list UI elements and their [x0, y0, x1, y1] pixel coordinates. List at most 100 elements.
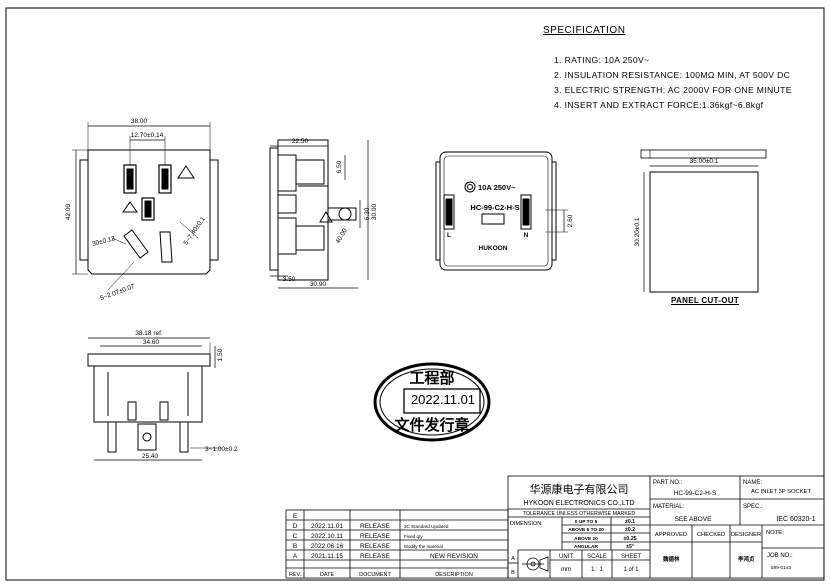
rev-header-rev: REV.	[289, 572, 302, 578]
tol-value-3: ±0.25	[624, 536, 637, 542]
front-dim-angle-pin: 5~7.40±0.1	[183, 215, 208, 246]
side-dim-35: 3.50	[283, 276, 296, 283]
projection-label-a: A	[511, 556, 515, 562]
rev-row-a-rev: A	[293, 553, 298, 560]
bottom-view	[87, 337, 222, 461]
side-dim-40: 40.00	[335, 227, 349, 245]
rear-terminal-l: L	[447, 232, 451, 239]
rev-row-d-rev: D	[293, 523, 298, 530]
checked-label: CHECKED	[697, 532, 725, 538]
rev-row-e-rev: E	[293, 513, 298, 520]
rev-row-d-doc: RELEASE	[360, 523, 391, 530]
part-no-value: HC-99-C2-H-S	[674, 490, 717, 497]
rear-terminal-n: N	[524, 232, 529, 239]
stamp-bottom-text: 文件发行章	[394, 416, 470, 434]
specification-list: 1. RATING: 10A 250V~ 2. INSULATION RESIS…	[554, 53, 792, 113]
side-dim-30: 30.00	[371, 203, 378, 220]
rev-row-a-doc: RELEASE	[360, 553, 391, 560]
rear-view	[435, 151, 568, 271]
name-label: NAME:	[743, 480, 762, 486]
bottom-dim-15: 1.50	[217, 348, 224, 361]
front-view	[72, 122, 219, 291]
tol-range-3: ABOVE 20	[574, 536, 598, 542]
front-dim-pin-pitch: 12.70±0.14	[131, 132, 164, 139]
rear-dim-26: 2.60	[567, 214, 574, 227]
side-dim-top: 22.50	[292, 138, 309, 145]
front-dim-pin-width: 5~2.07±0.07	[99, 283, 136, 302]
sheet-value: 1 of 1	[623, 567, 639, 573]
bottom-dim-254: 25.40	[142, 453, 159, 460]
title-block-texts: 华源康电子有限公司 HYKOON ELECTRONICS CO.,LTD TOL…	[510, 480, 816, 576]
spec-item: 2. INSULATION RESISTANCE: 100MΩ MIN, AT …	[554, 70, 791, 80]
unit-label: UNIT	[559, 554, 573, 560]
rev-row-c-doc: RELEASE	[360, 533, 391, 540]
unit-value: mm	[561, 567, 571, 573]
approved-label: APPROVED	[655, 532, 687, 538]
material-label: MATERIAL:	[653, 504, 685, 510]
rev-header-date: DATE	[320, 572, 335, 578]
tol-value-1: ±0.1	[625, 519, 635, 525]
tol-range-4: ANGULAR	[574, 544, 599, 550]
rev-header-document: DOCUMENT	[359, 572, 391, 578]
sheet-label: SHEET	[621, 554, 641, 560]
rev-row-c-date: 2022.10.11	[311, 533, 343, 540]
spec-label: SPEC.:	[743, 504, 763, 510]
side-view	[269, 139, 369, 289]
note-label: NOTE:	[766, 530, 784, 536]
panel-cutout-label: PANEL CUT-OUT	[671, 296, 740, 305]
specification-title: SPECIFICATION	[543, 25, 626, 36]
approval-stamp	[373, 362, 491, 442]
revision-table-grid	[285, 509, 509, 579]
front-dim-height: 42.00	[65, 203, 72, 220]
rev-row-b-date: 2022.06.16	[311, 543, 344, 550]
rear-model-text: HC-99-C2-H-S	[470, 203, 519, 212]
approved-signature: 魏德林	[662, 555, 680, 563]
rev-row-a-date: 2021.11.15	[311, 553, 343, 560]
part-no-label: PART NO.:	[653, 480, 683, 486]
scale-label: SCALE	[587, 554, 607, 560]
rev-header-description: DESCRIPTION	[435, 572, 473, 578]
panel-dim-width: 35.00±0.1	[690, 158, 719, 165]
bottom-dim-ref: 38.18 ref.	[135, 330, 163, 337]
rear-markings: 10A 250V~ HC-99-C2-H-S HUKOON L N	[447, 183, 529, 252]
rear-rating-text: 10A 250V~	[478, 183, 516, 192]
stamp-date-text: 2022.11.01	[410, 392, 476, 407]
stamp-top-text: 工程部	[409, 369, 455, 387]
rev-row-d-date: 2022.11.01	[311, 523, 343, 530]
spec-item: 1. RATING: 10A 250V~	[554, 55, 650, 65]
job-no-label: JOB NO.:	[767, 553, 793, 559]
rev-row-b-doc: RELEASE	[360, 543, 391, 550]
side-dim-63: 6.30	[364, 207, 371, 220]
front-dim-width: 38.00	[131, 118, 148, 125]
company-name-en: HYKOON ELECTRONICS CO.,LTD	[523, 500, 634, 507]
dimension-label: DIMENSION:	[510, 521, 543, 527]
tol-value-2: ±0.2	[625, 527, 635, 533]
spec-item: 4. INSERT AND EXTRACT FORCE:1.36kgf~6.8k…	[554, 100, 764, 110]
side-dim-65: 6.50	[336, 160, 343, 173]
tol-range-1: 0 UP TO 5	[575, 519, 598, 525]
bottom-dim-pin: 3~1.00±0.2	[205, 446, 238, 453]
rev-row-d-desc: 3C Standard Updated	[404, 524, 449, 529]
designer-label: DESIGNER	[731, 532, 761, 538]
designer-signature: 李鸿贞	[737, 555, 755, 563]
material-value: SEE ABOVE	[675, 516, 713, 523]
job-no-value: 599-0143	[771, 565, 792, 571]
tol-value-4: ±5°	[626, 544, 634, 550]
sheet-border	[5, 7, 825, 581]
side-dim-309: 30.90	[310, 281, 327, 288]
front-dim-angle: 30±0.12	[91, 235, 116, 248]
tolerance-title: TOLERANCE UNLESS OTHERWISE MARKED	[523, 511, 636, 517]
tol-range-2: ABOVE 5 TO 20	[568, 527, 604, 533]
title-block-grid	[507, 475, 825, 579]
rev-row-b-desc: Modify the material	[404, 544, 443, 549]
bottom-dim-346: 34.60	[143, 339, 160, 346]
scale-value: 1 : 1	[591, 567, 603, 573]
spec-item: 3. ELECTRIC STRENGTH: AC 2000V FOR ONE M…	[554, 85, 792, 95]
revision-table-texts: E D 2022.11.01 RELEASE 3C Standard Updat…	[289, 513, 478, 578]
projection-label-b: B	[511, 570, 515, 576]
rev-row-c-rev: C	[293, 533, 298, 540]
name-value: AC INLET 3P SOCKET	[751, 489, 811, 495]
panel-dim-height: 30.20±0.1	[634, 217, 641, 246]
panel-cutout-drawing	[640, 149, 767, 293]
